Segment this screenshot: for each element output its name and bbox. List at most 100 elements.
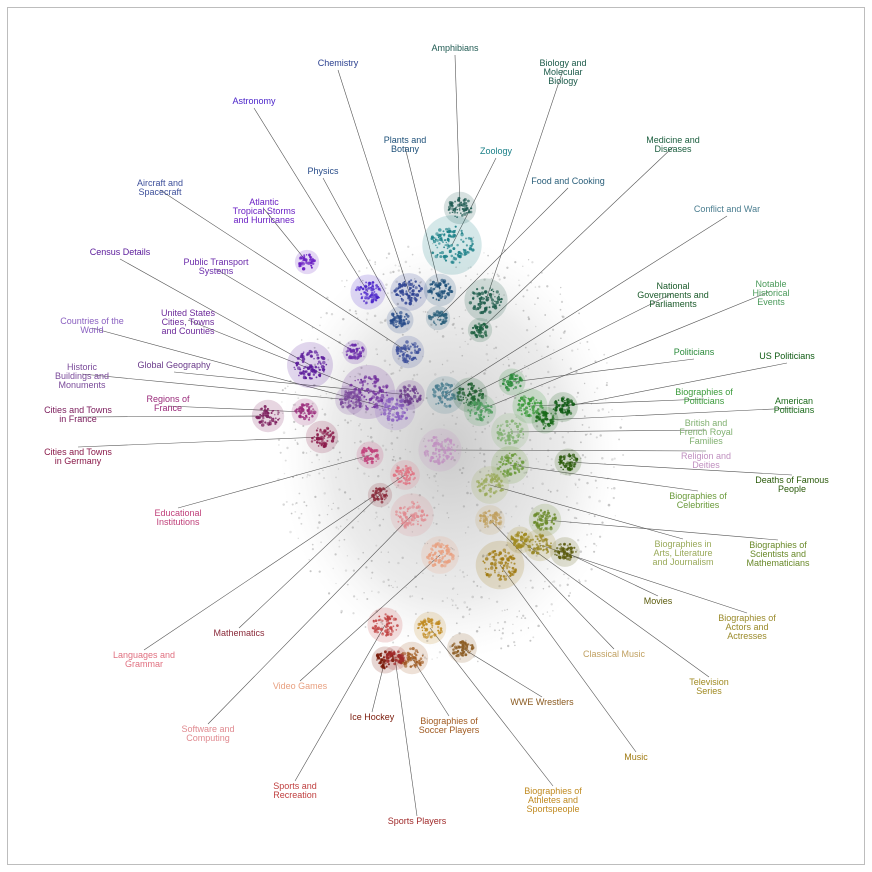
cluster-point [374,619,378,622]
cluster-point [380,500,384,504]
cluster-point [420,517,423,520]
cluster-point [415,388,417,391]
cluster-point [407,297,410,300]
background-point [318,521,321,524]
cluster-point [529,538,533,542]
cluster-point [439,631,442,634]
cluster-point [533,400,535,402]
cluster-point [515,440,518,444]
background-point [537,460,540,463]
cluster-point [310,440,314,443]
background-point [370,559,373,562]
cluster-point [444,382,449,386]
label-line: Cities, Towns [162,317,215,327]
cluster-point [364,285,368,288]
background-point [327,505,330,507]
cluster-point [495,484,498,487]
cluster-point [430,292,433,295]
cluster-point [349,394,353,398]
cluster-point [371,457,374,460]
label-line: WWE Wrestlers [510,697,574,707]
cluster-point [380,413,383,416]
cluster-point [507,437,511,441]
cluster-point [435,555,439,559]
cluster-point [371,283,374,286]
background-point [367,435,369,437]
cluster-point [494,515,497,519]
background-point [429,279,432,282]
cluster-point [471,297,475,300]
background-point [366,598,369,600]
background-point [506,532,509,535]
label-line: Deities [692,460,720,470]
cluster-point [499,461,502,464]
cluster-point [376,498,379,501]
cluster-point [347,347,350,350]
cluster-point [518,464,522,467]
cluster-halo [475,540,525,590]
cluster-point [440,400,444,404]
background-point [560,300,564,303]
background-point [594,360,597,363]
leader-line-software [207,514,413,725]
cluster-point [322,438,324,441]
cluster-point [505,424,509,428]
cluster-point [387,663,390,666]
label-line: Global Geography [137,360,211,370]
cluster-point [345,391,348,394]
background-point [444,574,447,577]
cluster-point [403,346,407,350]
background-point [423,437,426,440]
cluster-point [493,473,496,476]
cluster-point [307,261,311,266]
cluster-point [308,416,311,419]
cluster-point [512,373,516,376]
background-point [296,442,299,446]
cluster-point [430,236,434,239]
label-line: Soccer Players [419,725,480,735]
cluster-halo [356,441,384,469]
background-point [400,366,403,370]
cluster-point [443,238,447,242]
cluster-point [470,239,474,243]
cluster-point [444,386,448,390]
cluster-point [373,384,377,388]
cluster-point [362,379,367,383]
background-point [541,385,543,387]
cluster-point [365,404,367,407]
cluster-point [434,551,437,554]
leader-line-food [437,187,569,319]
background-point [495,357,498,360]
cluster-point [372,382,374,385]
background-point [469,338,472,341]
background-point [560,337,562,340]
cluster-point [499,516,501,519]
cluster-point [304,370,307,373]
background-point [311,461,313,464]
cluster-point [515,424,520,429]
cluster-point [454,207,457,209]
cluster-point [508,566,511,569]
leader-line-music [499,564,637,753]
cluster-point [502,564,506,567]
cluster-point [367,297,370,300]
background-point [573,516,577,520]
cluster-point [418,285,421,288]
background-point [579,342,581,344]
cluster-point [461,213,464,216]
cluster-point [478,401,481,405]
cluster-point [489,514,492,517]
cluster-point [432,436,436,439]
background-point [451,323,455,326]
cluster-point [322,356,326,361]
cluster-point [467,388,470,390]
cluster-point [432,388,435,391]
cluster-point [470,394,473,397]
cluster-point [386,631,389,634]
cluster-point [569,546,573,551]
cluster-point [308,411,312,415]
background-point [522,614,525,617]
background-point [396,436,399,439]
cluster-point [351,390,354,393]
